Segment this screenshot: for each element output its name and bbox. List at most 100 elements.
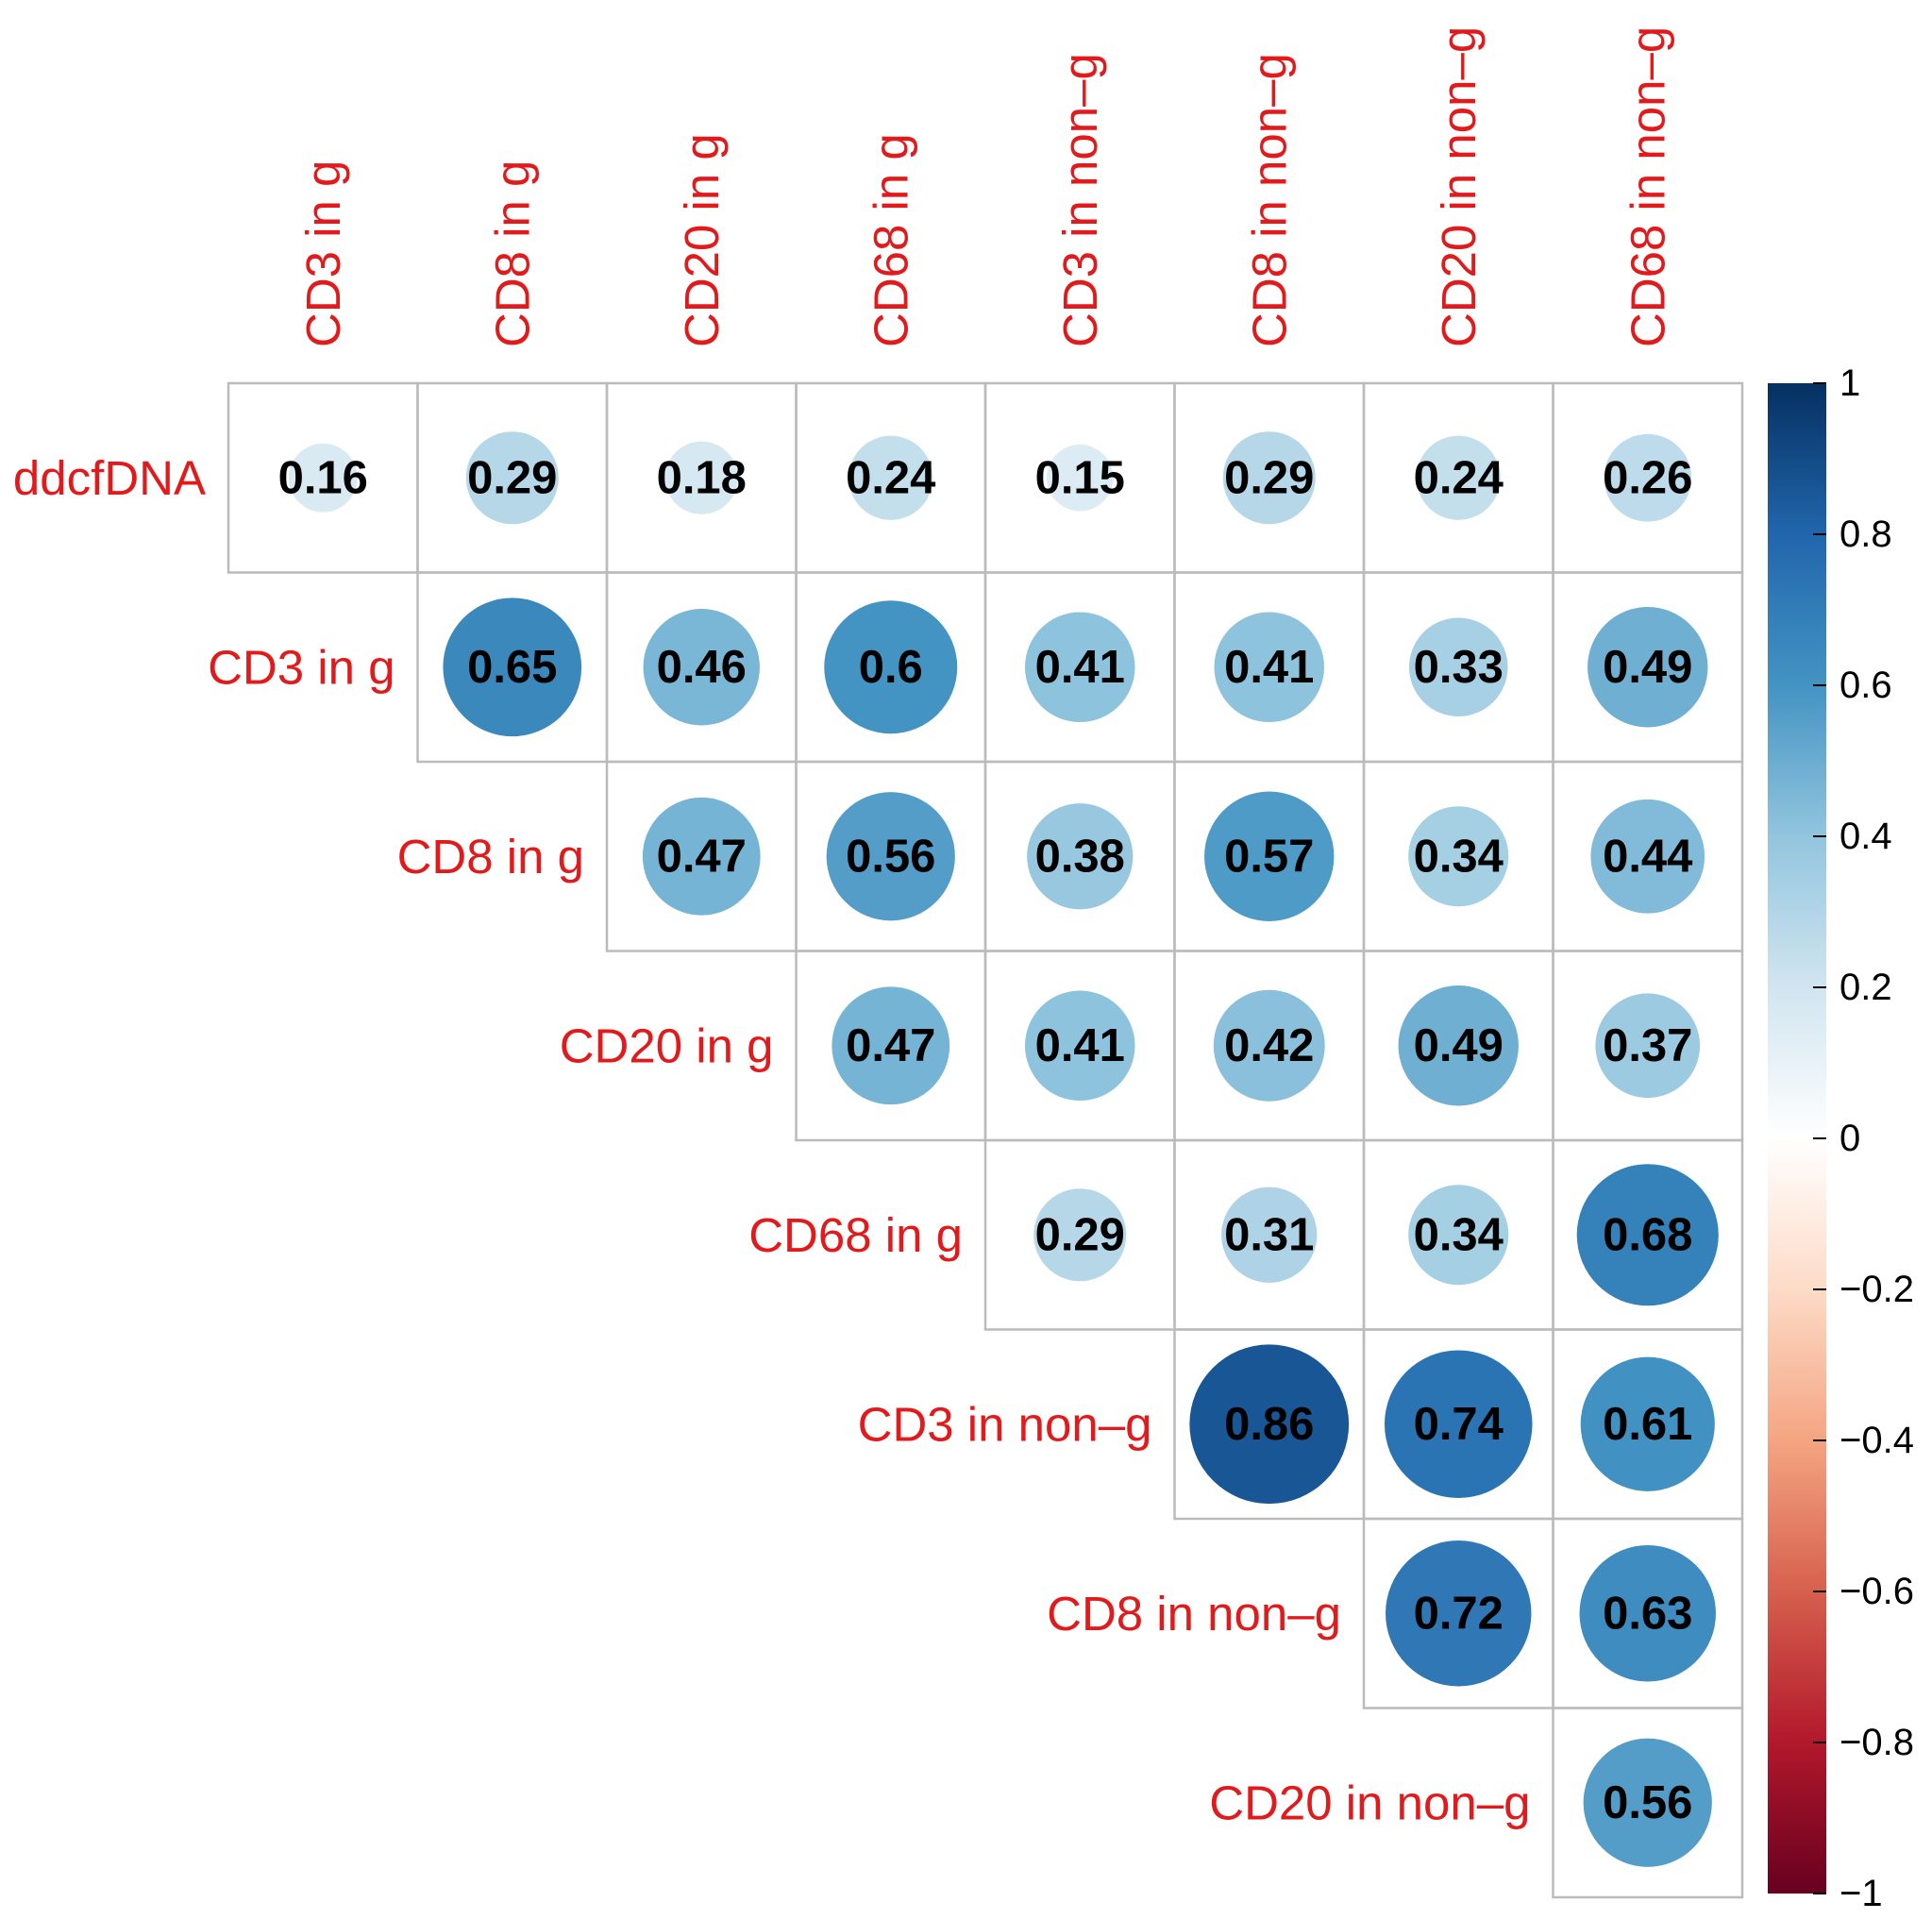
value-label: 0.41 <box>1035 642 1125 693</box>
value-label: 0.49 <box>1414 1020 1504 1071</box>
correlation-circle <box>465 431 559 525</box>
correlation-circle <box>848 435 933 520</box>
correlation-circle <box>1576 1164 1719 1306</box>
correlation-circle <box>1214 612 1325 723</box>
correlation-circle <box>832 986 950 1105</box>
correlation-circle <box>1189 1344 1350 1505</box>
column-label: CD8 in g <box>485 160 539 347</box>
correlation-circle <box>1204 791 1335 921</box>
value-label: 0.42 <box>1224 1020 1314 1071</box>
value-label-layer: 0.16 0.29 0.18 0.24 0.15 0.29 0.24 0.26 0.65 0.46… <box>278 452 1693 1828</box>
value-label: 0.24 <box>846 452 935 503</box>
value-label: 0.29 <box>1224 452 1314 503</box>
value-label: 0.37 <box>1603 1020 1692 1071</box>
grid-cell <box>1552 1707 1744 1899</box>
correlation-circle <box>1222 431 1316 525</box>
column-label: CD3 in non–g <box>1053 53 1107 347</box>
correlation-circle <box>1386 1540 1532 1687</box>
correlation-circle <box>1604 433 1692 522</box>
value-label: 0.47 <box>846 1020 935 1071</box>
correlation-circle <box>1583 1738 1712 1867</box>
row-label: CD68 in g <box>748 1208 963 1262</box>
colorbar-tick-label: −0.4 <box>1840 1420 1914 1461</box>
correlation-circle <box>1398 985 1519 1106</box>
value-label: 0.18 <box>657 452 747 503</box>
correlation-circle <box>643 609 760 726</box>
correlation-circle <box>1590 799 1705 914</box>
correlation-circle <box>288 443 358 513</box>
colorbar: 10.80.60.40.20−0.2−0.4−0.6−0.8−1 <box>1768 362 1914 1914</box>
colorbar-tick-label: −1 <box>1840 1873 1883 1914</box>
correlation-circle <box>824 600 958 734</box>
column-label: CD68 in non–g <box>1621 26 1674 347</box>
colorbar-tick-label: −0.2 <box>1840 1269 1914 1310</box>
value-label: 0.57 <box>1224 831 1314 882</box>
correlation-circle <box>1027 803 1134 910</box>
column-label: CD3 in g <box>296 160 350 347</box>
correlation-circle <box>1408 617 1508 717</box>
correlation-circle <box>1579 1545 1716 1682</box>
correlation-circle <box>1384 1350 1533 1499</box>
grid-layer <box>227 381 1744 1899</box>
value-label: 0.16 <box>278 452 368 503</box>
correlation-circle <box>664 441 738 514</box>
colorbar-tick-label: 0.2 <box>1840 967 1892 1008</box>
row-label: CD8 in non–g <box>1047 1587 1341 1641</box>
column-label: CD68 in g <box>864 133 917 347</box>
row-label: CD20 in g <box>560 1018 774 1072</box>
column-label-layer: CD3 in g CD8 in g CD20 in g CD68 in g CD3 in… <box>296 26 1675 347</box>
value-label: 0.41 <box>1035 1020 1125 1071</box>
value-label: 0.56 <box>846 831 935 882</box>
correlation-circle <box>642 797 761 916</box>
value-label: 0.34 <box>1414 1209 1504 1260</box>
circle-layer <box>288 431 1719 1867</box>
colorbar-tick-label: 1 <box>1840 362 1860 404</box>
correlation-circle <box>1416 435 1501 520</box>
value-label: 0.26 <box>1603 452 1692 503</box>
correlation-circle <box>1024 990 1135 1102</box>
row-label: ddcfDNA <box>13 451 206 505</box>
column-label: CD20 in non–g <box>1432 26 1486 347</box>
colorbar-tick-label: −0.6 <box>1840 1571 1914 1612</box>
value-label: 0.44 <box>1603 831 1692 882</box>
value-label: 0.61 <box>1603 1399 1692 1450</box>
row-label: CD3 in g <box>208 640 395 694</box>
value-label: 0.47 <box>657 831 747 882</box>
correlation-circle <box>1595 993 1701 1099</box>
correlation-circle <box>1047 445 1114 512</box>
value-label: 0.72 <box>1414 1588 1504 1639</box>
correlation-circle <box>1221 1187 1318 1283</box>
row-label: CD20 in non–g <box>1209 1776 1530 1829</box>
colorbar-tick-label: 0.8 <box>1840 513 1892 555</box>
correlation-circle <box>1580 1356 1715 1491</box>
colorbar-ticks: 10.80.60.40.20−0.2−0.4−0.6−0.8−1 <box>1813 362 1914 1914</box>
row-label: CD3 in non–g <box>858 1397 1152 1451</box>
value-label: 0.38 <box>1035 831 1125 882</box>
value-label: 0.65 <box>467 642 557 693</box>
column-label: CD20 in g <box>675 133 729 347</box>
correlation-circle <box>1033 1188 1127 1282</box>
value-label: 0.15 <box>1035 452 1125 503</box>
value-label: 0.63 <box>1603 1588 1692 1639</box>
value-label: 0.24 <box>1414 452 1504 503</box>
value-label: 0.29 <box>467 452 557 503</box>
correlation-circle <box>826 792 955 921</box>
value-label: 0.33 <box>1414 642 1504 693</box>
correlation-circle <box>1588 607 1708 728</box>
correlation-circle <box>1024 612 1135 723</box>
correlation-circle <box>1213 989 1325 1102</box>
value-label: 0.86 <box>1224 1399 1314 1450</box>
value-label: 0.74 <box>1414 1399 1504 1450</box>
colorbar-tick-label: 0.6 <box>1840 665 1892 706</box>
column-label: CD8 in non–g <box>1242 53 1296 347</box>
colorbar-tick-label: 0 <box>1840 1118 1860 1159</box>
value-label: 0.41 <box>1224 642 1314 693</box>
value-label: 0.46 <box>657 642 747 693</box>
value-label: 0.56 <box>1603 1777 1692 1828</box>
correlation-circle <box>443 598 582 737</box>
value-label: 0.6 <box>859 642 923 693</box>
value-label: 0.31 <box>1224 1209 1314 1260</box>
value-label: 0.68 <box>1603 1209 1692 1260</box>
